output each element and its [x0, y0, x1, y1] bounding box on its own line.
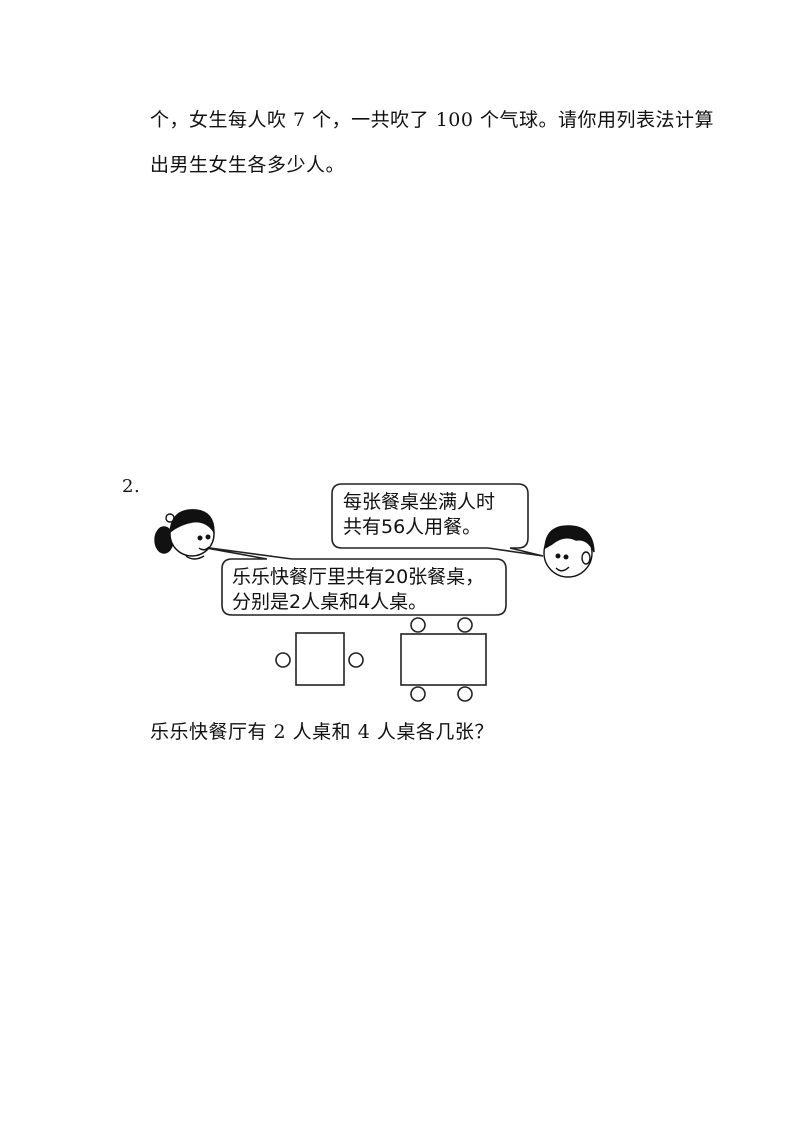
two-person-table	[275, 632, 364, 686]
problem1-line2: 出男生女生各多少人。	[150, 154, 346, 176]
boy-bubble-text: 每张餐桌坐满人时 共有56人用餐。	[343, 490, 495, 540]
question-number: 2.	[122, 476, 141, 497]
problem1-line1: 个，女生每人吹 7 个，一共吹了 100 个气球。请你用列表法计算	[150, 109, 715, 131]
girl-bubble-line: 乐乐快餐厅里共有20张餐桌，	[232, 566, 485, 588]
boy-bubble-line: 每张餐桌坐满人时	[343, 491, 496, 513]
girl-cartoon	[154, 509, 215, 560]
girl-speech-bubble	[194, 545, 507, 616]
four-person-table	[400, 617, 487, 702]
girl-bubble-line: 分别是2人桌和4人桌。	[232, 591, 428, 613]
girl-bubble-text: 乐乐快餐厅里共有20张餐桌， 分别是2人桌和4人桌。	[232, 565, 484, 615]
boy-speech-bubble	[331, 483, 544, 557]
problem2-question: 乐乐快餐厅有 2 人桌和 4 人桌各几张？	[150, 721, 494, 743]
boy-bubble-line: 共有56人用餐。	[343, 516, 482, 538]
boy-cartoon	[543, 525, 595, 578]
